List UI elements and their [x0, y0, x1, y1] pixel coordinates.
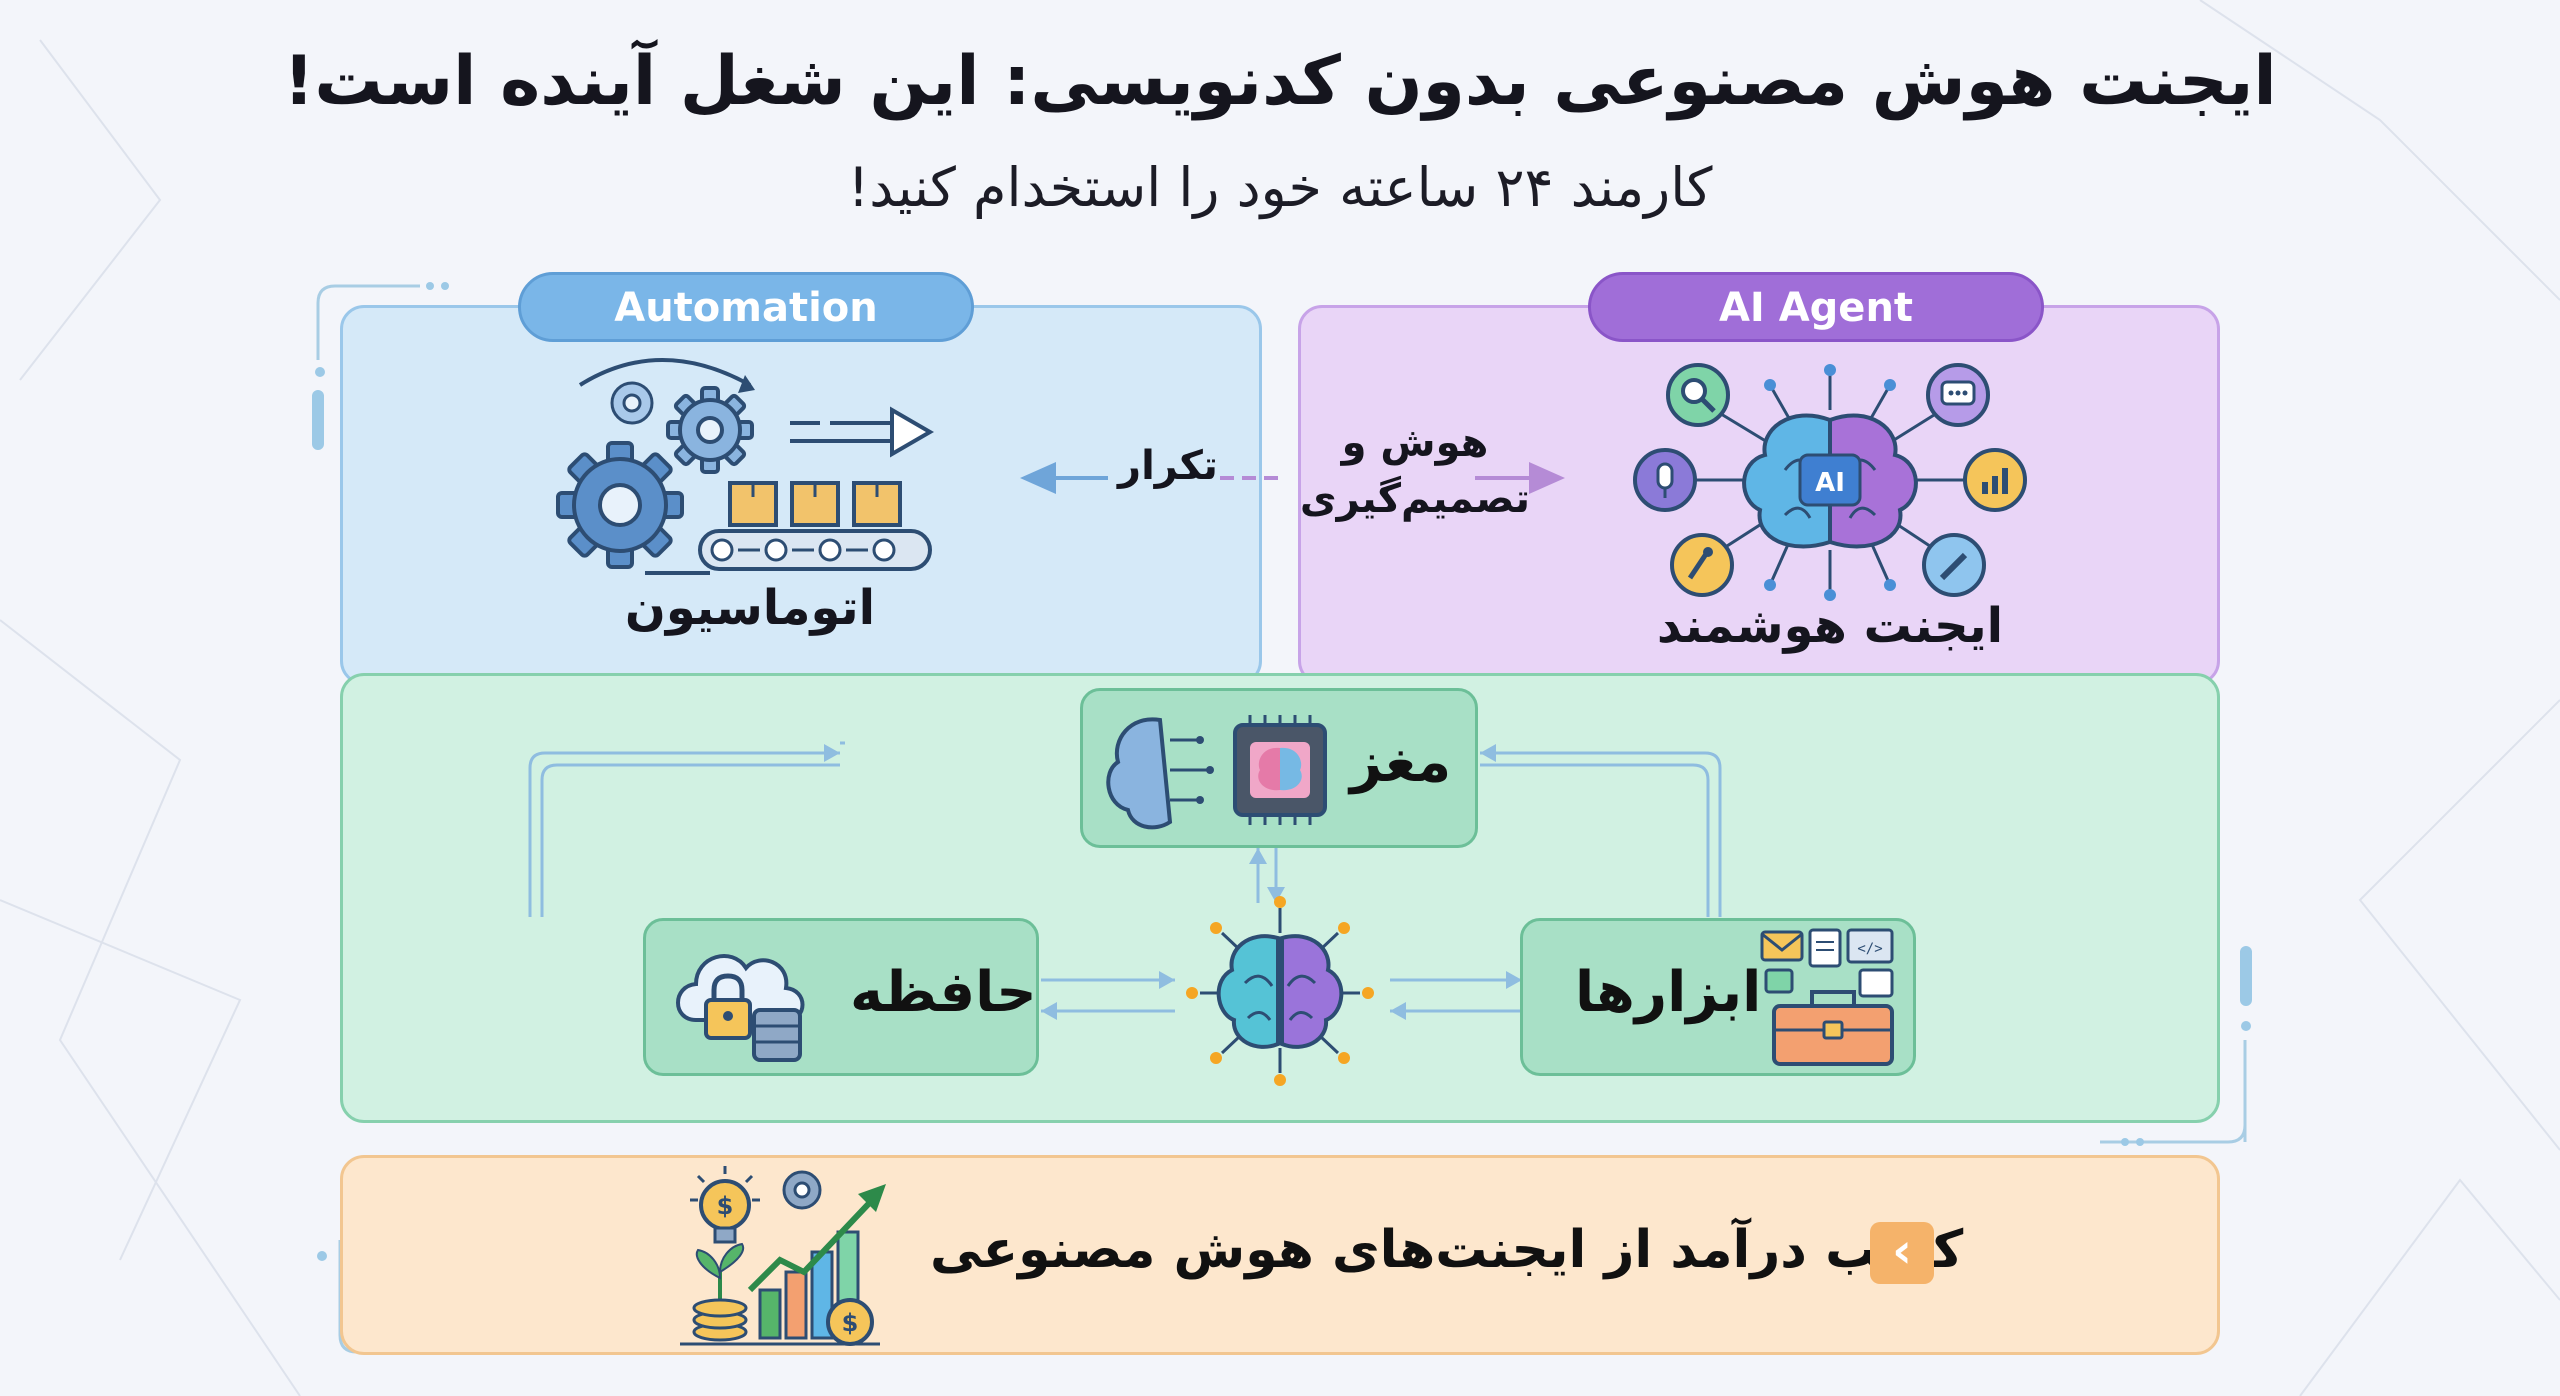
intelligence-label-line2: تصمیم‌گیری: [1299, 476, 1530, 522]
ai-chip-text: AI: [1815, 468, 1845, 498]
automation-gears-conveyor-icon: [556, 358, 934, 575]
ai-agent-badge: AI Agent: [1588, 272, 2044, 342]
right-arrow-icon: [1220, 462, 1565, 494]
svg-text:$: $: [842, 1309, 859, 1337]
cloud-lock-database-icon: [676, 954, 805, 1062]
ai-agent-label: ایجنت هوشمند: [1656, 598, 2004, 654]
toolbox-apps-icon: </>: [1760, 928, 1894, 1066]
svg-text:$: $: [717, 1192, 734, 1220]
central-brain-icon: [1186, 896, 1374, 1086]
architecture-connectors: [528, 741, 1722, 1020]
automation-badge: Automation: [518, 272, 974, 342]
automation-label: اتوماسیون: [624, 580, 876, 636]
tools-label: ابزارها: [1575, 960, 1762, 1025]
chevron-icon[interactable]: ‹: [1870, 1222, 1934, 1284]
income-label: کسب درآمد از ایجنت‌های هوش مصنوعی: [930, 1220, 1964, 1280]
page-subtitle: کارمند ۲۴ ساعته خود را استخدام کنید!: [847, 156, 1713, 219]
memory-label: حافظه: [850, 960, 1037, 1025]
svg-text:</>: </>: [1857, 941, 1882, 957]
brain-chip-icon: [1106, 715, 1327, 830]
page-title: ایجنت هوش مصنوعی بدون کدنویسی: این شغل آ…: [283, 42, 2277, 121]
income-growth-icon: $ $: [680, 1166, 886, 1346]
repetition-label: تکرار: [1108, 443, 1228, 489]
brain-label: مغز: [1350, 730, 1452, 795]
intelligence-label-line1: هوش و: [1341, 420, 1489, 466]
ai-brain-hub-icon: AI: [1633, 363, 2027, 601]
